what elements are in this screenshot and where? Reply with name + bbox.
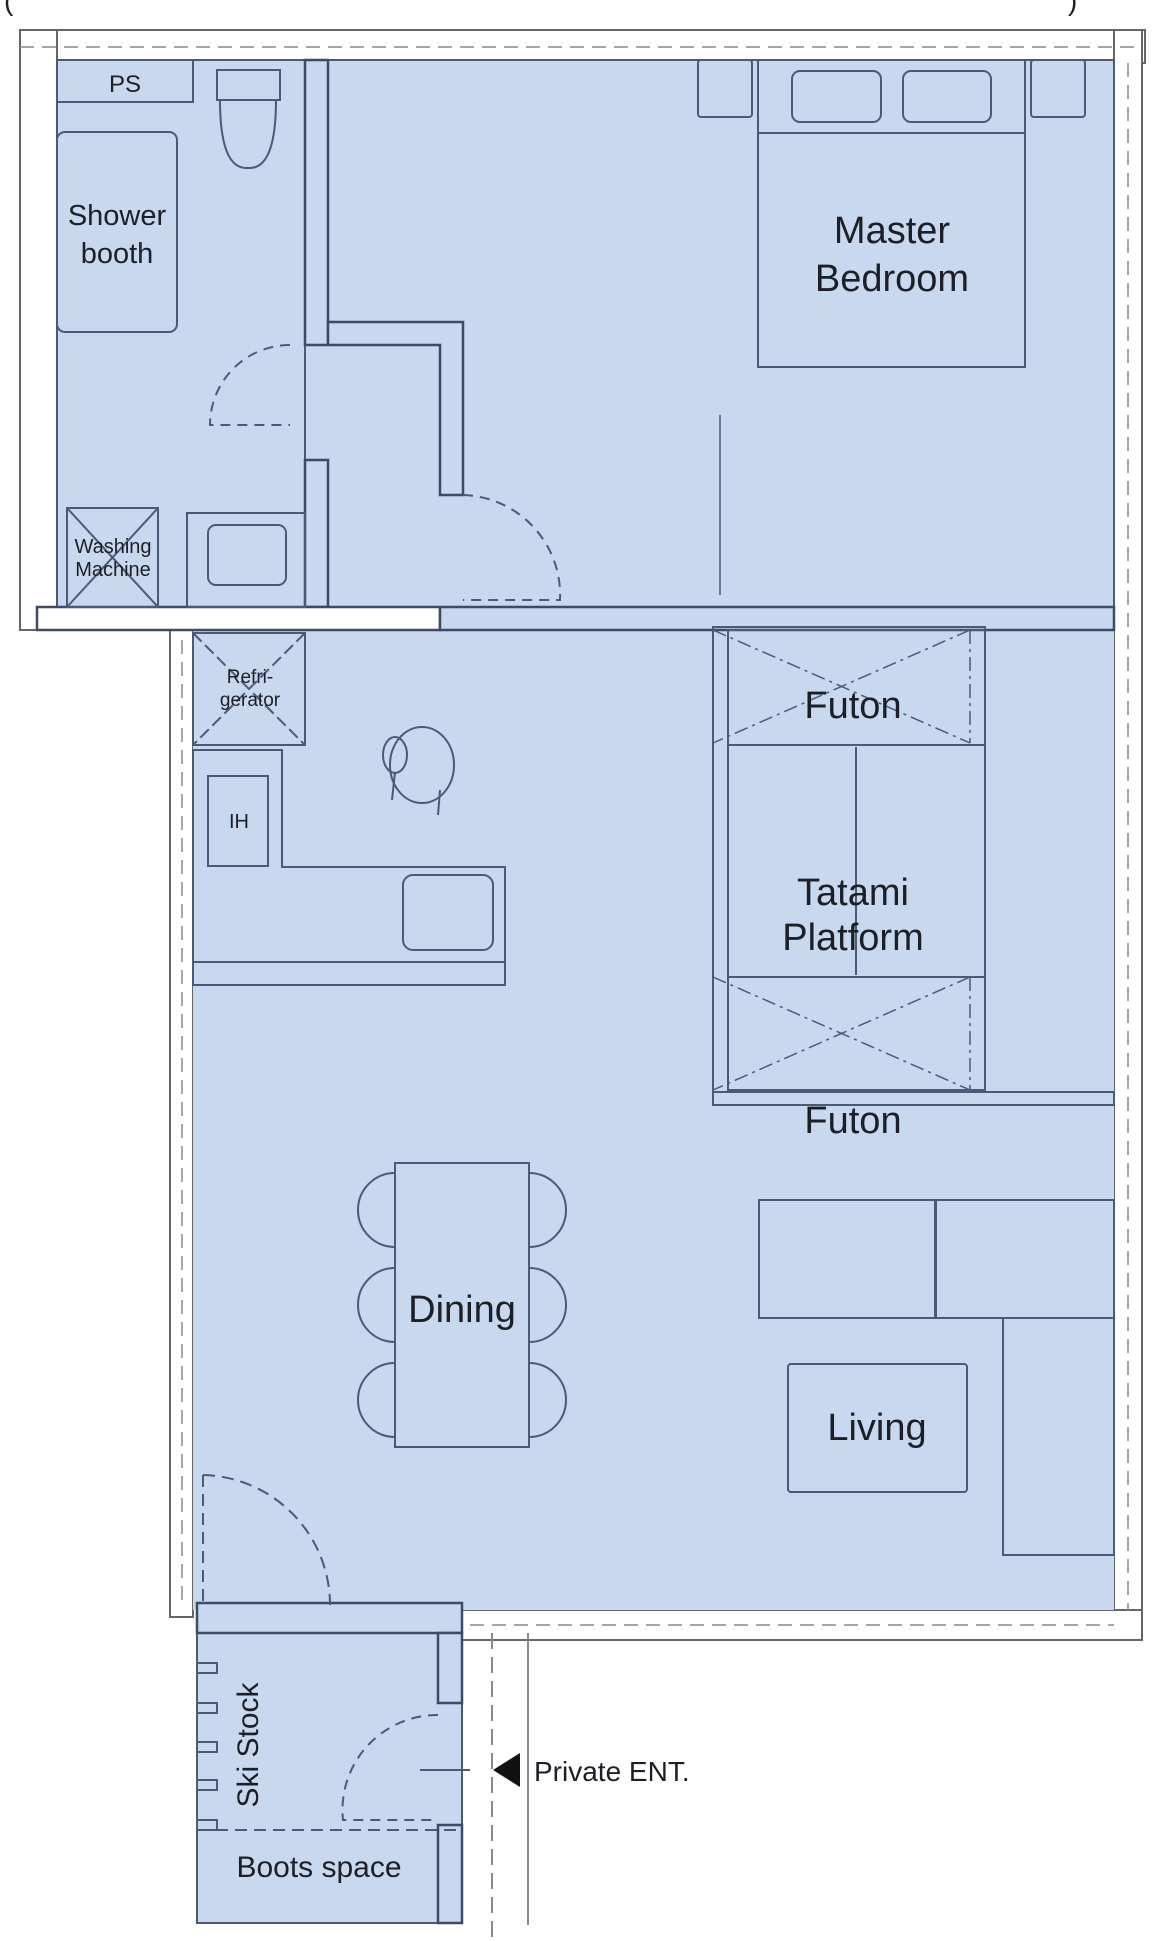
label-washing-line1: Washing — [74, 536, 151, 558]
label-private-entrance: Private ENT. — [534, 1756, 690, 1787]
door-swing — [202, 1474, 331, 1606]
dining-set — [202, 1162, 567, 1606]
ski-hooks — [196, 1662, 218, 1831]
kitchen — [192, 632, 506, 986]
label-futon-top: Futon — [804, 685, 901, 727]
window-lines — [20, 46, 1140, 1626]
label-tatami-line1: Tatami — [797, 872, 909, 914]
label-master-line2: Bedroom — [815, 258, 969, 300]
bathroom-fixtures — [56, 59, 721, 608]
entry-floor — [196, 1602, 463, 1924]
label-ski-stock: Ski Stock — [232, 1681, 265, 1807]
label-shower-line1: Shower — [68, 200, 167, 232]
kitchen-sink — [402, 874, 494, 951]
kitchen-counter — [192, 749, 506, 986]
label-master-line1: Master — [834, 210, 950, 252]
vanity — [186, 512, 306, 608]
label-washing-line2: Machine — [75, 559, 151, 581]
person-icon — [382, 726, 455, 816]
title-open-paren: ( — [4, 0, 14, 16]
label-boots-space: Boots space — [236, 1851, 401, 1884]
toilet-bowl — [219, 99, 277, 170]
entry-fixtures — [196, 1633, 529, 1940]
label-shower-line2: booth — [81, 238, 154, 270]
bathroom-floor — [56, 59, 306, 608]
title-close-paren: ) — [1068, 0, 1077, 16]
label-refrigerator-line1: Refri- — [227, 667, 273, 688]
label-dining: Dining — [408, 1289, 516, 1331]
ih-cooktop — [207, 775, 269, 867]
label-refrigerator-line2: gerator — [220, 690, 281, 711]
dining-table — [394, 1162, 530, 1448]
living-furniture — [758, 1199, 1115, 1556]
pillow-left — [791, 70, 882, 123]
nightstand-right — [1030, 59, 1086, 118]
sofa-right — [1002, 1317, 1115, 1556]
pillow-right — [902, 70, 992, 123]
label-living: Living — [827, 1407, 926, 1449]
floor — [56, 59, 1115, 1924]
washing-machine-box — [66, 507, 159, 608]
entrance-arrow-icon — [493, 1753, 520, 1787]
label-futon-bottom: Futon — [804, 1100, 901, 1142]
living-table — [787, 1363, 968, 1493]
bed-frame — [757, 59, 1026, 368]
tatami-platform — [712, 626, 1115, 1106]
refrigerator-box — [192, 632, 306, 746]
label-tatami-line2: Platform — [782, 917, 923, 959]
main-floor — [193, 607, 1114, 1610]
shower-booth — [56, 131, 178, 333]
bedroom-furniture — [697, 59, 1086, 368]
label-ih: IH — [229, 811, 249, 833]
label-ps: PS — [109, 71, 141, 98]
nightstand-left — [697, 59, 753, 118]
toilet-tank — [216, 69, 281, 101]
